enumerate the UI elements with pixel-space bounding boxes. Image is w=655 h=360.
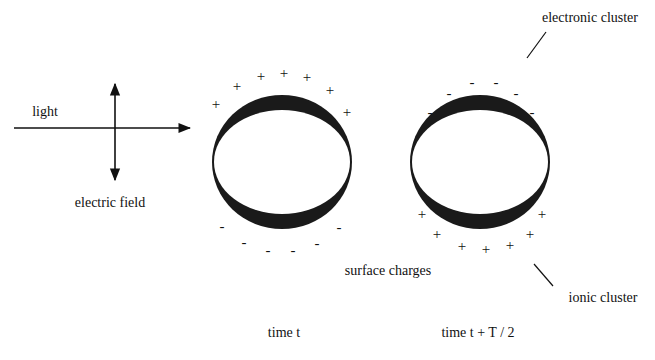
charge-sign: + [482,242,490,257]
charge-sign: + [526,227,534,242]
charge-sign: - [266,243,271,258]
charge-sign: + [433,227,441,242]
charge-sign: - [470,75,475,90]
cluster-sphere [212,95,352,229]
charge-sign: + [233,79,241,94]
charge-sign: - [220,219,225,234]
charge-sign: - [530,105,535,120]
charge-sign: - [242,235,247,250]
charge-sign: + [257,69,265,84]
leader-line [527,32,546,58]
charge-sign: + [418,207,426,222]
charge-sign: + [458,239,466,254]
field-arrow [114,84,116,180]
text-label: ionic cluster [569,290,638,306]
leader-line [534,264,553,286]
charge-sign: - [447,86,452,101]
charge-sign: + [212,97,220,112]
charge-sign: + [280,66,288,81]
charge-sign: + [303,70,311,85]
charge-sign: - [315,236,320,251]
charge-sign: + [326,83,334,98]
text-label: time t + T / 2 [441,325,514,341]
text-label: electronic cluster [542,10,638,26]
charge-sign: + [538,207,546,222]
light-arrow [14,127,190,129]
text-label: surface charges [345,263,431,279]
charge-sign: + [506,238,514,253]
text-label: electric field [75,195,145,211]
charge-sign: - [291,243,296,258]
charge-sign: - [337,220,342,235]
charge-sign: - [428,105,433,120]
text-label: time t [268,325,300,341]
charge-sign: + [343,105,351,120]
text-label: light [32,104,58,120]
cluster-sphere [410,95,550,229]
charge-sign: - [514,86,519,101]
charge-sign: - [494,75,499,90]
